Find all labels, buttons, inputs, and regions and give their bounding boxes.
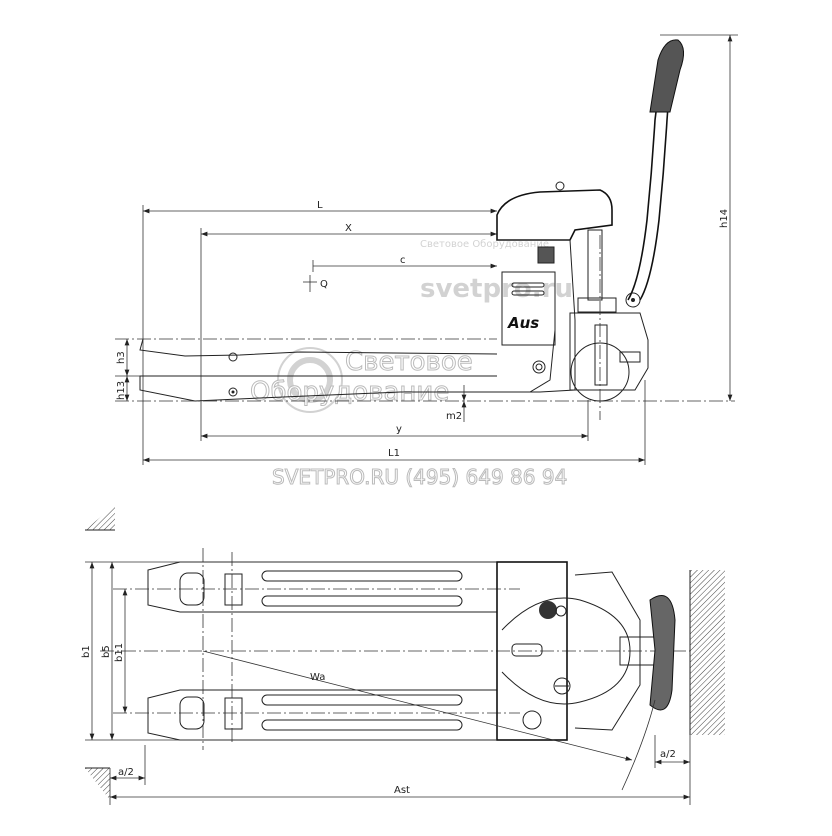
top-view: b1 b5 b11 Wa a/2 a/2 Ast: [81, 505, 725, 805]
vent-grille: [537, 246, 555, 264]
label-b11: b11: [114, 643, 125, 662]
fork-left: [147, 561, 497, 613]
fork-right: [147, 689, 497, 741]
fork-upper-edge: [139, 338, 498, 357]
side-panel: [501, 271, 556, 346]
label-L1: L1: [388, 448, 400, 459]
floor-hatch-bottom: [85, 768, 110, 800]
tiller-head: [649, 39, 684, 113]
tiller-arm: [627, 79, 661, 301]
watermark-line2: svetpro.ru: [420, 274, 573, 304]
watermark-line1: Световое Оборудование: [420, 239, 549, 250]
label-a2-right: a/2: [660, 749, 676, 760]
watermark-line5: SVETPRO.RU (495) 649 86 94: [272, 465, 567, 489]
truck-cover: [496, 189, 613, 241]
truck-chassis: [496, 561, 568, 741]
fork-lower: [139, 329, 556, 402]
wall-hatch: [690, 570, 725, 735]
label-y: y: [396, 424, 402, 435]
label-b5: b5: [101, 645, 112, 658]
label-Q: Q: [320, 279, 328, 290]
label-Wa: Wa: [310, 672, 325, 683]
brand-logo: Aus: [507, 314, 539, 332]
label-h14: h14: [719, 209, 730, 228]
label-b1: b1: [81, 645, 92, 658]
truck-body: [497, 239, 576, 393]
turning-arc: [621, 699, 656, 791]
tiller-handle-top: [649, 595, 676, 711]
side-view: L X c Q h3 h13 m2 Aus: [115, 34, 738, 465]
floor-hatch: [85, 505, 115, 530]
watermark: Световое Оборудование svetpro.ru Светово…: [250, 239, 574, 490]
key-switch: [555, 181, 565, 191]
label-h3: h3: [116, 351, 127, 364]
label-L: L: [317, 200, 323, 211]
dim-Wa: [202, 650, 633, 761]
label-c: c: [400, 255, 406, 266]
drive-cover: [501, 597, 631, 705]
label-Ast: Ast: [394, 785, 410, 796]
label-a2-left: a/2: [118, 767, 134, 778]
tiller-base: [574, 571, 641, 731]
label-m2: m2: [446, 411, 462, 422]
label-X: X: [345, 223, 352, 234]
watermark-logo: [277, 347, 343, 413]
label-h13: h13: [116, 381, 127, 400]
watermark-line3: Световое: [345, 347, 473, 377]
drive-unit: [569, 312, 649, 391]
